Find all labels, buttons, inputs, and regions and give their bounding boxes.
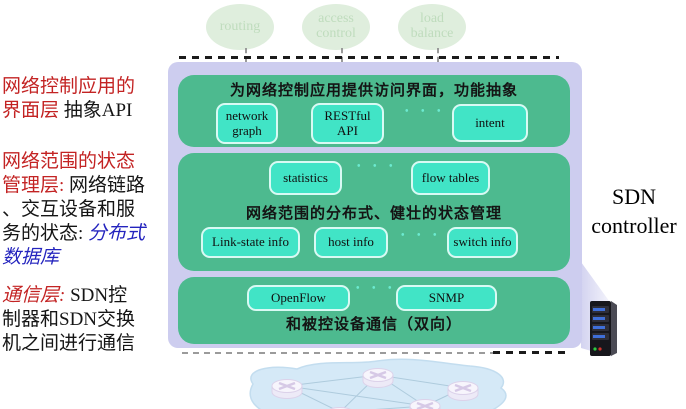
note-text-black: SDN控 [65, 285, 128, 306]
note-line: 、交互设备和服 [2, 198, 145, 222]
module-intent-label: intent [475, 114, 505, 130]
module-statistics-label: statistics [283, 169, 328, 185]
module-link-state-info-label: Link-state info [212, 234, 289, 250]
note-text-black: 网络链路 [64, 175, 146, 196]
module-host-info-label: host info [328, 234, 374, 250]
module-flow-tables: flow tables [411, 161, 490, 195]
ellipsis-interface: • • • [405, 106, 446, 117]
note-text-blue: 数据库 [2, 247, 60, 268]
app-ellipse-access-control: access control [302, 4, 370, 50]
note-state-layer: 网络范围的状态 管理层: 网络链路 、交互设备和服 务的状态: 分布式 数据库 [2, 150, 145, 270]
note-text-black: 、交互设备和服 [2, 199, 136, 220]
module-snmp-label: SNMP [428, 289, 465, 305]
ellipsis-state-bottom: • • • [401, 230, 442, 241]
note-line: 务的状态: 分布式 [2, 222, 145, 246]
module-network-graph: network graph [216, 103, 278, 144]
router-icon [447, 381, 479, 401]
server-icon [590, 301, 617, 356]
ellipsis-communication: • • • [356, 283, 397, 294]
app-label-access-control: access control [316, 11, 356, 41]
southbound-dashed-line-dark [493, 351, 568, 354]
note-line: 机之间进行通信 [2, 332, 135, 356]
layer-communication [178, 277, 570, 344]
note-text-red: 网络范围的状态 [2, 151, 136, 172]
module-switch-info: switch info [447, 227, 518, 258]
module-restful-api: RESTful API [311, 103, 384, 144]
note-line: 管理层: 网络链路 [2, 174, 145, 198]
module-link-state-info: Link-state info [201, 227, 300, 258]
note-communication-layer: 通信层: SDN控 制器和SDN交换 机之间进行通信 [2, 284, 135, 356]
layer-state-title: 网络范围的分布式、健壮的状态管理 [245, 206, 502, 222]
note-text-blue: 分布式 [88, 223, 146, 244]
note-interface-layer: 网络控制应用的 界面层 抽象API [2, 75, 135, 123]
router-icon [271, 379, 303, 399]
layer-interface-title: 为网络控制应用提供访问界面，功能抽象 [229, 83, 518, 99]
connector-routing [245, 48, 247, 62]
module-snmp: SNMP [396, 285, 497, 311]
note-line: 制器和SDN交换 [2, 308, 135, 332]
note-text-black: 机之间进行通信 [2, 333, 136, 354]
module-network-graph-label: network graph [225, 107, 269, 138]
note-line: 数据库 [2, 246, 145, 270]
module-openflow: OpenFlow [247, 285, 350, 311]
connector-access-control [341, 48, 343, 62]
network-cloud [249, 358, 507, 409]
note-line: 网络控制应用的 [2, 75, 135, 99]
app-ellipse-load-balance: load balance [398, 4, 466, 50]
router-icon [362, 368, 394, 388]
note-line: 网络范围的状态 [2, 150, 145, 174]
note-text-red: 界面层 [2, 100, 60, 121]
note-text-red: 通信层: [2, 285, 66, 306]
sdn-controller-caption-line2: controller [591, 213, 677, 238]
app-label-routing: routing [219, 18, 261, 34]
note-text-black: 制器和SDN交换 [2, 309, 136, 330]
sdn-controller-caption: SDN controller [582, 182, 686, 240]
note-line: 界面层 抽象API [2, 99, 135, 123]
module-statistics: statistics [269, 161, 342, 195]
connector-load-balance [437, 48, 439, 62]
sdn-controller-caption-line1: SDN [611, 184, 656, 209]
ellipsis-state-top: • • • [357, 161, 398, 172]
module-openflow-label: OpenFlow [271, 289, 326, 305]
app-ellipse-routing: routing [206, 4, 274, 50]
note-text-red: 网络控制应用的 [2, 76, 136, 97]
module-restful-api-label: RESTful API [324, 107, 371, 138]
module-host-info: host info [314, 227, 388, 258]
app-label-load-balance: load balance [410, 11, 454, 41]
router-icons [271, 368, 479, 409]
layer-communication-title: 和被控设备通信（双向） [285, 317, 462, 333]
note-line: 通信层: SDN控 [2, 284, 135, 308]
router-icon [409, 399, 441, 409]
southbound-dashed-line-light [182, 352, 493, 354]
northbound-dashed-line [179, 56, 559, 59]
module-intent: intent [452, 104, 528, 142]
module-switch-info-label: switch info [453, 234, 512, 250]
note-text-black: 务的状态: [2, 223, 89, 244]
note-text-red: 管理层: [2, 175, 65, 196]
note-text-black: 抽象API [59, 100, 133, 121]
module-flow-tables-label: flow tables [421, 169, 480, 185]
